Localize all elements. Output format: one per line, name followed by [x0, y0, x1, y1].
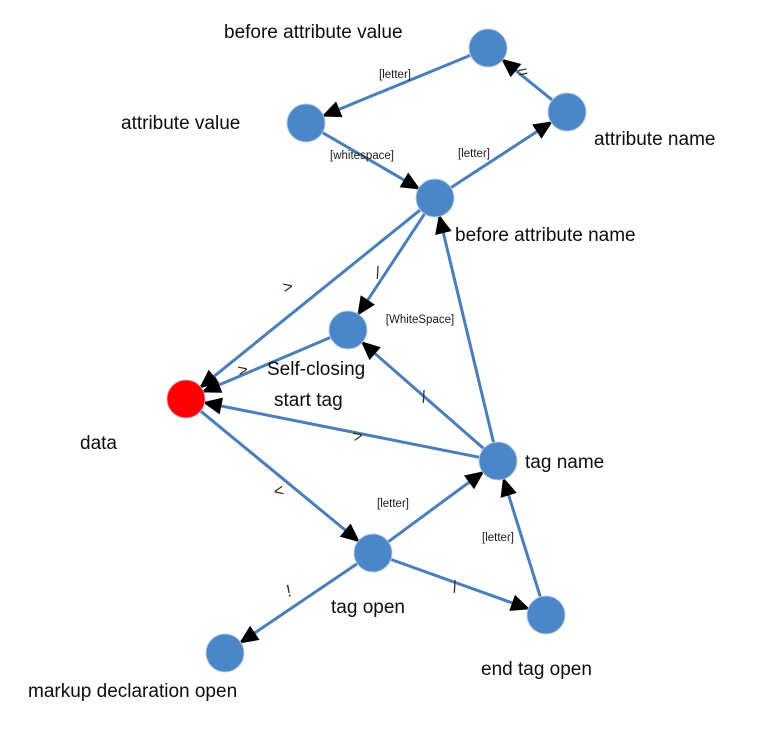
- edge-line-e9: [359, 339, 487, 452]
- edge-line-e14: [387, 557, 532, 611]
- node-tag_name[interactable]: [478, 441, 518, 481]
- node-before_attribute_name[interactable]: [415, 178, 455, 218]
- node-label-data: data: [80, 433, 117, 454]
- edge-label-e3: [whitespace]: [330, 150, 394, 162]
- edge-line-e11: [197, 408, 362, 544]
- edge-labels-layer: = [letter] [whitespace] [letter] > / [WhiteSpa…: [236, 62, 530, 601]
- arrow-head-e3: [399, 172, 421, 190]
- edge-label-e10: >: [351, 426, 365, 447]
- arrow-head-e15: [239, 625, 260, 644]
- arrow-head-e12: [463, 471, 485, 490]
- arrow-head-e14: [509, 594, 530, 611]
- arrow-head-e9: [360, 341, 381, 361]
- node-label-before_attribute_value: before attribute value: [224, 22, 403, 43]
- edge-label-e9: /: [419, 387, 428, 407]
- edge-label-e5: >: [281, 277, 295, 298]
- node-data[interactable]: [166, 379, 206, 419]
- node-labels-layer: data before attribute value attribute valu…: [28, 22, 715, 702]
- arrow-head-e4: [532, 121, 553, 139]
- edge-label-e6: /: [373, 263, 382, 283]
- arrow-head-e11: [339, 523, 360, 543]
- node-label-self_closing_start_tag: Self-closing: [267, 359, 365, 380]
- edge-label-e8: >: [236, 360, 250, 381]
- node-label-tag_open: tag open: [331, 597, 405, 618]
- edge-line-e4: [447, 119, 555, 191]
- edge-label-e7: [WhiteSpace]: [386, 314, 454, 326]
- edge-line-e8: [200, 335, 334, 394]
- node-label-attribute_name: attribute name: [594, 129, 715, 150]
- edge-label-e13: [letter]: [482, 532, 514, 544]
- node-tag_open[interactable]: [353, 533, 393, 573]
- edge-label-e4: [letter]: [458, 148, 490, 160]
- edges-layer: [197, 52, 556, 645]
- arrow-head-e10: [202, 397, 223, 415]
- edge-line-e5: [197, 207, 424, 390]
- node-label-self_closing_line2: start tag: [274, 390, 343, 411]
- arrow-head-e7: [435, 214, 452, 235]
- edge-line-e3: [319, 130, 422, 191]
- arrow-head-e13: [500, 477, 517, 498]
- edge-label-e14: /: [450, 577, 459, 597]
- edge-line-e7: [437, 213, 496, 446]
- edge-line-e6: [355, 210, 428, 318]
- node-markup_declaration_open[interactable]: [205, 633, 245, 673]
- node-label-tag_name: tag name: [525, 452, 604, 473]
- edge-line-e2: [320, 52, 474, 119]
- edge-label-e15: !: [284, 581, 293, 601]
- edge-label-e1: =: [516, 62, 530, 83]
- arrow-head-e6: [357, 295, 375, 316]
- node-before_attribute_value[interactable]: [468, 28, 508, 68]
- edge-label-e12: [letter]: [377, 498, 409, 510]
- node-end_tag_open[interactable]: [526, 595, 566, 635]
- arrow-head-e2: [321, 101, 343, 118]
- node-label-end_tag_open: end tag open: [481, 659, 592, 680]
- node-label-markup_declaration_open: markup declaration open: [28, 681, 237, 702]
- node-label-before_attribute_name: before attribute name: [455, 225, 636, 246]
- arrow-head-e1: [501, 58, 522, 78]
- edge-line-e13: [501, 475, 543, 601]
- node-attribute_value[interactable]: [286, 103, 326, 143]
- node-attribute_name[interactable]: [547, 92, 587, 132]
- edge-line-e15: [237, 561, 361, 645]
- edge-line-e12: [385, 469, 486, 545]
- arrow-head-e8: [201, 377, 223, 393]
- nodes-layer: [166, 28, 587, 673]
- edge-line-e10: [201, 400, 483, 460]
- node-self_closing_start_tag[interactable]: [328, 310, 368, 350]
- edge-label-e2: [letter]: [379, 69, 411, 81]
- edge-label-e11: <: [272, 481, 286, 502]
- node-label-attribute_value: attribute value: [121, 113, 240, 134]
